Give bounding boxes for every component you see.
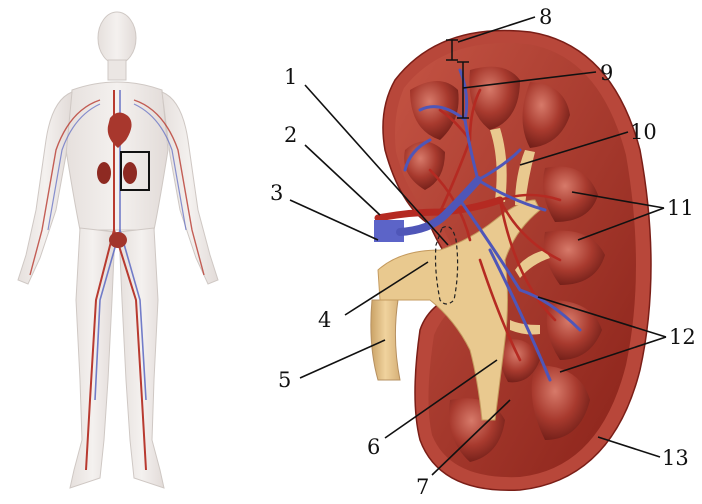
callout-1: 1 xyxy=(284,65,297,89)
callout-12: 12 xyxy=(669,325,696,349)
callout-13: 13 xyxy=(662,446,689,470)
ureter xyxy=(371,300,400,380)
body-torso xyxy=(66,82,168,230)
callout-4: 4 xyxy=(318,308,331,332)
human-body-figure xyxy=(18,12,218,488)
callout-9: 9 xyxy=(600,61,613,85)
leader-line-13 xyxy=(598,437,660,457)
callout-6: 6 xyxy=(367,435,380,459)
body-left-arm xyxy=(18,92,72,284)
body-right-arm xyxy=(162,92,218,284)
leader-line-3 xyxy=(290,200,378,240)
leader-line-5 xyxy=(300,340,385,378)
callout-7: 7 xyxy=(416,475,429,499)
body-left-kidney xyxy=(97,162,111,184)
body-neck xyxy=(108,60,126,80)
body-head xyxy=(98,12,136,64)
callout-3: 3 xyxy=(270,181,283,205)
callout-5: 5 xyxy=(278,368,291,392)
body-right-kidney xyxy=(123,162,137,184)
callout-8: 8 xyxy=(539,5,552,29)
callout-10: 10 xyxy=(630,120,657,144)
callout-2: 2 xyxy=(284,123,297,147)
kidney-cross-section xyxy=(371,31,651,491)
callout-11: 11 xyxy=(667,196,694,220)
body-bladder xyxy=(109,232,127,248)
